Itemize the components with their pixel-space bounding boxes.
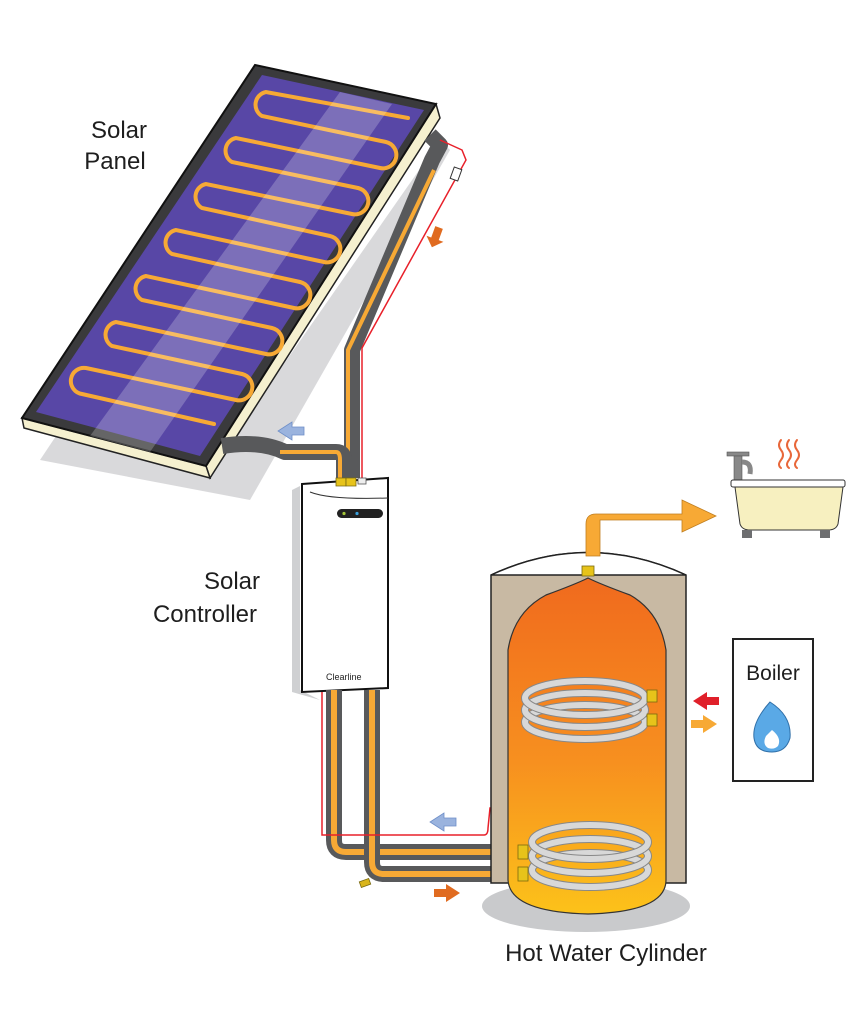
panel-sensor-wire bbox=[361, 139, 467, 480]
panel-glare bbox=[90, 92, 392, 452]
bath bbox=[726, 439, 846, 538]
steam-icon bbox=[778, 439, 800, 469]
drain-valve bbox=[358, 877, 372, 889]
cylinder-flow-pipe bbox=[326, 690, 520, 860]
controller-label-line2: Controller bbox=[153, 601, 257, 628]
boiler: Boiler bbox=[732, 638, 814, 782]
controller-display bbox=[337, 509, 383, 518]
solar-heat-coil bbox=[528, 821, 652, 891]
panel-return-pipe bbox=[220, 436, 352, 478]
panel-collector-tube bbox=[68, 89, 410, 426]
cold-flow-arrow-panel bbox=[277, 421, 305, 441]
panel-sensor bbox=[449, 166, 463, 182]
cylinder-sensor-wire bbox=[321, 692, 528, 836]
status-led-green bbox=[342, 511, 346, 516]
status-led-blue bbox=[355, 511, 359, 516]
controller-shadow bbox=[292, 486, 320, 700]
hot-flow-arrow-cylinder bbox=[434, 884, 460, 902]
flame-icon bbox=[753, 701, 791, 753]
boiler-label: Boiler bbox=[746, 662, 800, 685]
cylinder-label: Hot Water Cylinder bbox=[505, 940, 707, 967]
solar-panel bbox=[20, 63, 450, 500]
hot-water-outlet-arrow bbox=[585, 499, 717, 557]
hot-flow-arrow-panel bbox=[426, 226, 444, 248]
boiler-return-arrow bbox=[691, 715, 717, 733]
hot-water-cylinder bbox=[482, 551, 690, 932]
controller-brand: Clearline bbox=[326, 672, 362, 682]
cylinder-return-pipe bbox=[364, 690, 520, 882]
solar-panel-label-line2: Panel bbox=[84, 148, 145, 175]
solar-panel-label-line1: Solar bbox=[91, 117, 147, 144]
panel-shadow bbox=[40, 140, 450, 500]
boiler-heat-coil bbox=[521, 677, 649, 743]
panel-flow-pipe bbox=[344, 129, 448, 478]
solar-controller: Clearline bbox=[292, 476, 389, 700]
boiler-flow-arrow bbox=[693, 692, 719, 710]
cold-flow-arrow-cylinder bbox=[429, 812, 457, 832]
controller-label-line1: Solar bbox=[204, 568, 260, 595]
